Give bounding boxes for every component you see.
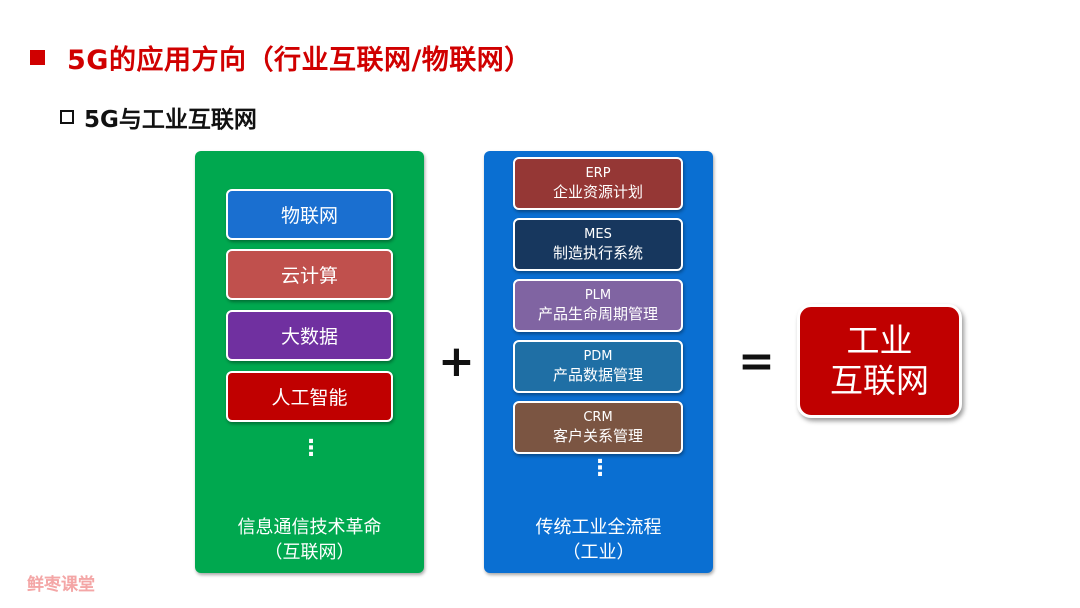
result-line1: 工业 xyxy=(846,321,913,360)
left-item-iot: 物联网 xyxy=(226,189,393,240)
left-item-bigdata: 大数据 xyxy=(226,310,393,361)
right-item-pdm: PDM 产品数据管理 xyxy=(513,340,683,393)
result-line2: 互联网 xyxy=(830,361,929,400)
right-item-code: PLM xyxy=(584,288,612,303)
right-caption-line2: （工业） xyxy=(562,542,635,563)
right-item-mes: MES 制造执行系统 xyxy=(513,218,683,271)
right-item-label: 制造执行系统 xyxy=(552,244,643,262)
left-item-label: 人工智能 xyxy=(271,387,348,409)
title-bullet-icon xyxy=(30,50,45,65)
right-item-code: PDM xyxy=(583,349,613,364)
left-item-ai: 人工智能 xyxy=(226,371,393,422)
right-item-code: CRM xyxy=(583,410,613,425)
section-subtitle-row: 5G与工业互联网 xyxy=(60,100,257,134)
plus-operator: + xyxy=(438,336,475,387)
left-item-label: 物联网 xyxy=(280,205,338,227)
right-item-code: ERP xyxy=(585,166,611,181)
hollow-square-bullet-icon xyxy=(60,110,74,124)
right-item-label: 企业资源计划 xyxy=(552,183,643,201)
right-ellipsis: ⋮ xyxy=(589,456,611,481)
industry-process-panel: ERP 企业资源计划 MES 制造执行系统 PLM 产品生命周期管理 PDM 产… xyxy=(484,151,713,573)
ict-revolution-panel: 物联网 云计算 大数据 人工智能 ⋮ 信息通信技术革命 （互联网） xyxy=(195,151,424,573)
equals-operator: = xyxy=(738,336,775,387)
left-caption-line2: （互联网） xyxy=(264,542,355,563)
left-caption-line1: 信息通信技术革命 xyxy=(237,517,382,538)
page-title-row: 5G的应用方向（行业互联网/物联网） xyxy=(30,38,532,77)
left-item-label: 大数据 xyxy=(280,326,338,348)
section-subtitle: 5G与工业互联网 xyxy=(84,107,257,133)
right-item-label: 客户关系管理 xyxy=(552,427,643,445)
left-item-label: 云计算 xyxy=(280,265,338,287)
page-title: 5G的应用方向（行业互联网/物联网） xyxy=(67,45,532,76)
left-item-cloud: 云计算 xyxy=(226,249,393,300)
right-item-label: 产品生命周期管理 xyxy=(537,305,658,323)
left-ellipsis: ⋮ xyxy=(300,436,322,461)
right-item-plm: PLM 产品生命周期管理 xyxy=(513,279,683,332)
right-item-crm: CRM 客户关系管理 xyxy=(513,401,683,454)
right-item-code: MES xyxy=(584,227,612,242)
industrial-internet-result-box: 工业 互联网 xyxy=(797,304,962,418)
right-item-erp: ERP 企业资源计划 xyxy=(513,157,683,210)
right-caption-line1: 传统工业全流程 xyxy=(535,517,662,538)
watermark-logo-text: 鲜枣课堂 xyxy=(27,575,95,595)
right-item-label: 产品数据管理 xyxy=(552,366,643,384)
